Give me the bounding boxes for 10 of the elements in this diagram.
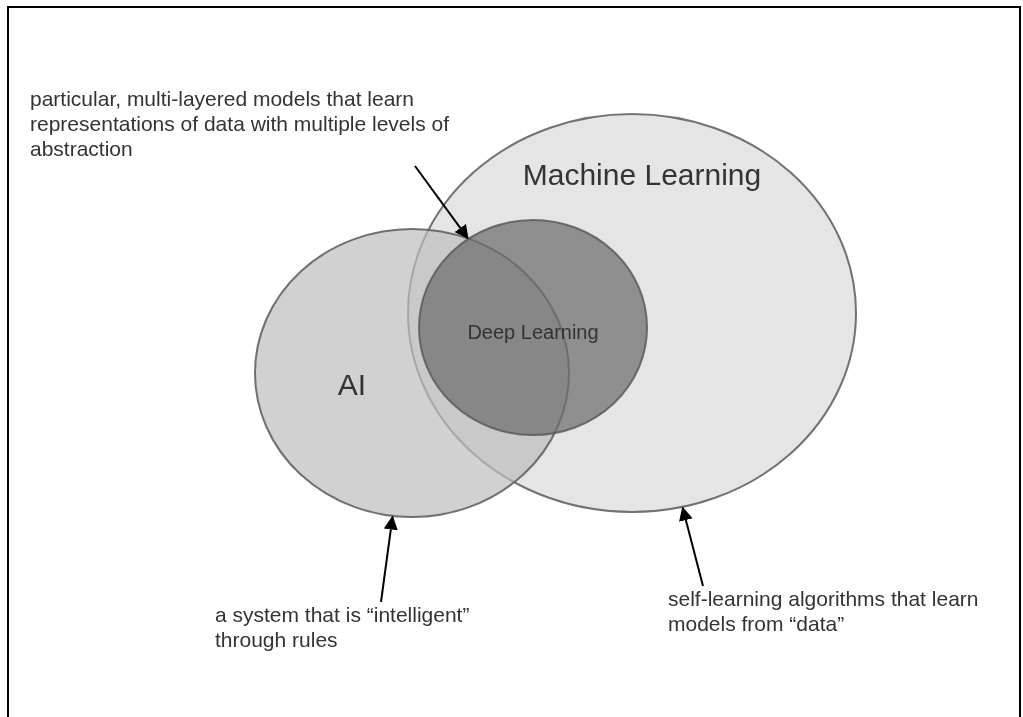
venn-circle <box>418 219 648 436</box>
annotation-text: self-learning algorithms that learn models from “data” <box>668 586 980 636</box>
annotation-text: particular, multi-layered models that learn representations of data with multiple levels of abstraction <box>30 86 451 161</box>
circle-label: Machine Learning <box>522 157 762 193</box>
arrow <box>414 165 469 240</box>
arrow <box>679 506 704 587</box>
arrow <box>380 515 398 603</box>
circle-label: Deep Learning <box>467 320 599 344</box>
annotation-text: a system that is “intelligent” through rules <box>215 602 470 652</box>
circle-label: AI <box>337 367 367 403</box>
